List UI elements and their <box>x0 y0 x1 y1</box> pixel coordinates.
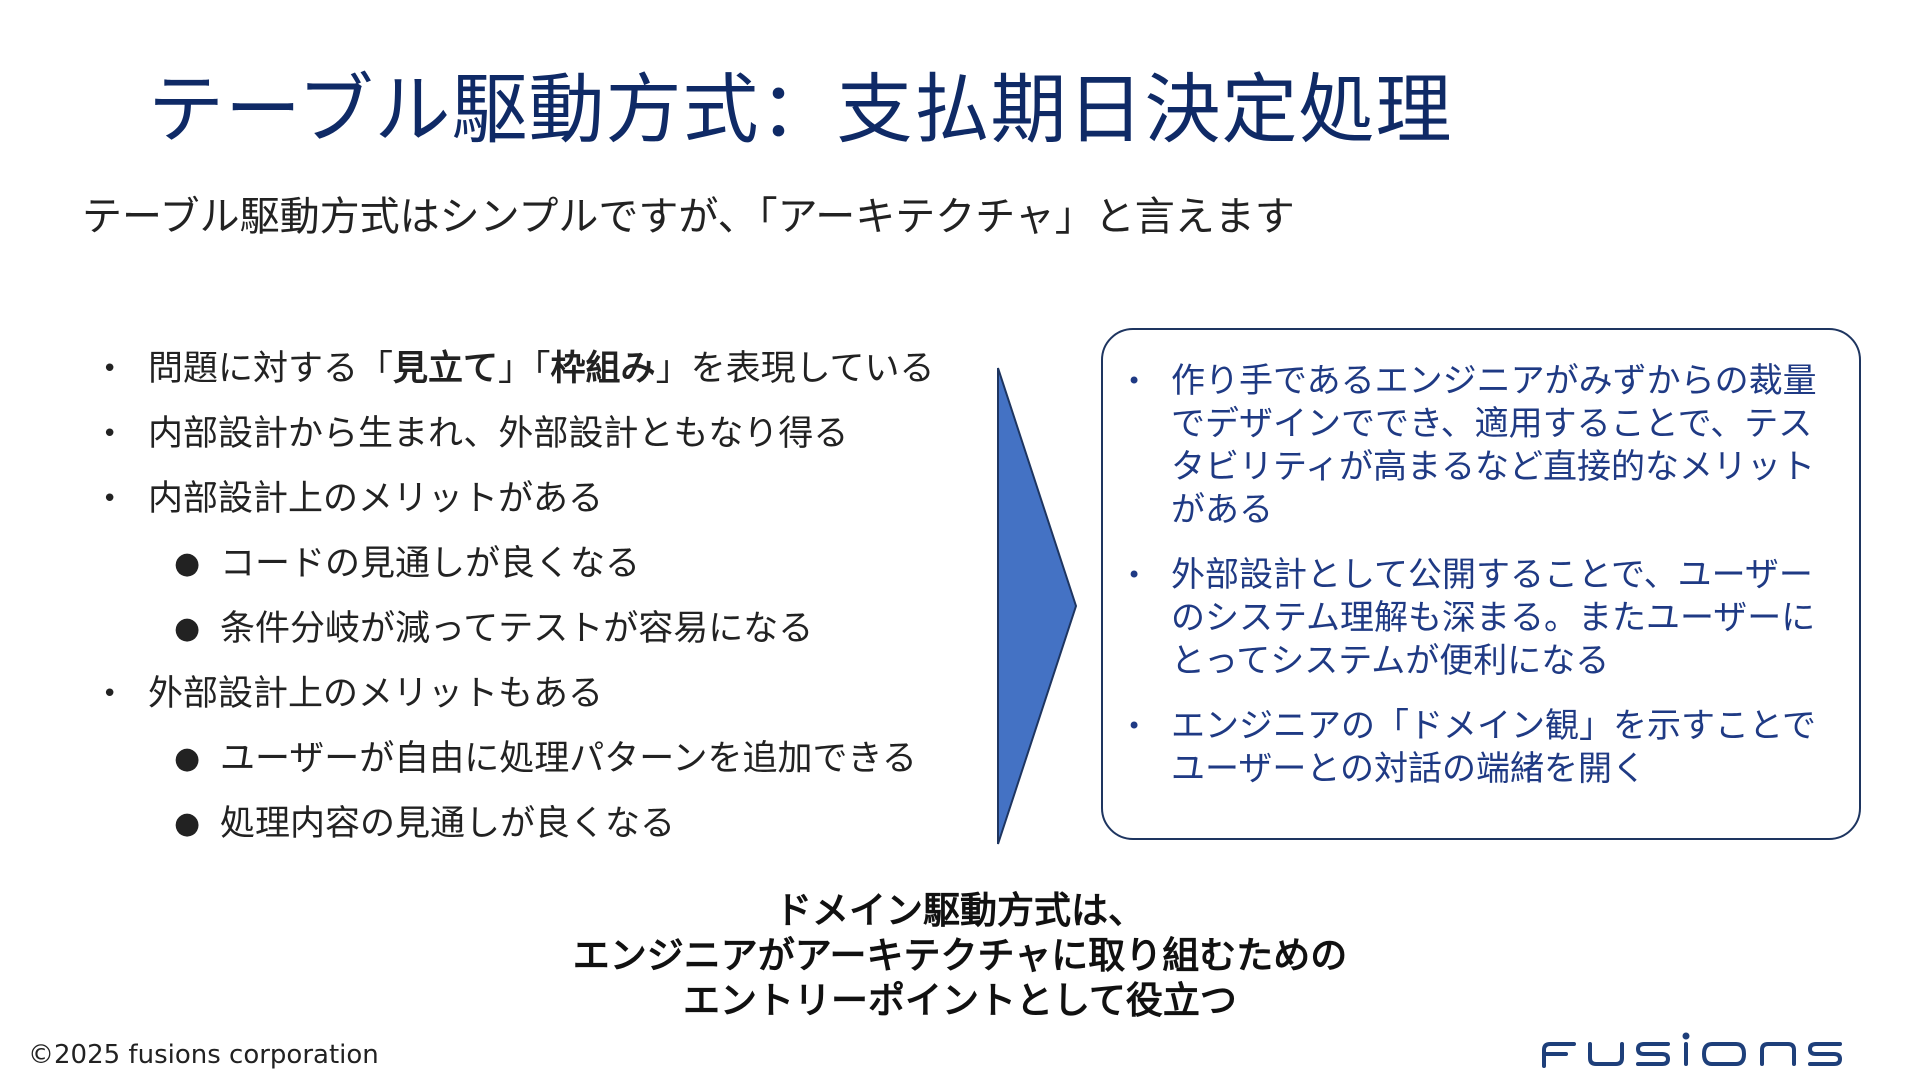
dot-bullet-icon: ● <box>174 546 201 581</box>
sub-list-item: ● ユーザーが自由に処理パターンを追加できる <box>100 734 935 799</box>
list-item: • 問題に対する「見立て」「枠組み」を表現している <box>100 344 935 409</box>
sub-list-item: ● 処理内容の見通しが良くなる <box>100 799 935 864</box>
list-item: • 内部設計から生まれ、外部設計ともなり得る <box>100 409 935 474</box>
bullet-icon: • <box>102 419 118 449</box>
bullet-icon: • <box>102 484 118 514</box>
benefits-box: • 作り手であるエンジニアがみずからの裁量でデザインででき、適用することで、テス… <box>1101 328 1861 840</box>
benefits-list: • 作り手であるエンジニアがみずからの裁量でデザインででき、適用することで、テス… <box>1103 360 1821 791</box>
list-item: • 内部設計上のメリットがある <box>100 474 935 539</box>
slide-subtitle: テーブル駆動方式はシンプルですが、「アーキテクチャ」と言えます <box>82 194 1295 240</box>
bullet-icon: • <box>1127 712 1142 740</box>
dot-bullet-icon: ● <box>174 611 201 646</box>
dot-bullet-icon: ● <box>174 741 201 776</box>
bullet-icon: • <box>102 354 118 384</box>
bullet-icon: • <box>1127 367 1142 395</box>
sub-list-item: ● コードの見通しが良くなる <box>100 539 935 604</box>
conclusion-text: ドメイン駆動方式は、 エンジニアがアーキテクチャに取り組むための エントリーポイ… <box>572 889 1348 1022</box>
bullet-icon: • <box>1127 561 1142 589</box>
list-item: • 作り手であるエンジニアがみずからの裁量でデザインででき、適用することで、テス… <box>1127 361 1817 530</box>
slide-title: テーブル駆動方式：支払期日決定処理 <box>148 65 1453 154</box>
chevron-arrow-icon <box>997 367 1078 845</box>
fusions-logo <box>1542 1032 1843 1068</box>
list-item: • エンジニアの「ドメイン観」を示すことでユーザーとの対話の端緒を開く <box>1127 706 1816 789</box>
dot-bullet-icon: ● <box>174 806 201 841</box>
sub-list-item: ● 条件分岐が減ってテストが容易になる <box>100 604 935 669</box>
list-item: • 外部設計上のメリットもある <box>100 669 935 734</box>
copyright-text: ©2025 fusions corporation <box>28 1040 379 1070</box>
left-bullet-list: • 問題に対する「見立て」「枠組み」を表現している • 内部設計から生まれ、外部… <box>100 344 935 864</box>
bullet-icon: • <box>102 679 118 709</box>
list-item: • 外部設計として公開することで、ユーザーのシステム理解も深まる。またユーザーに… <box>1127 555 1816 681</box>
